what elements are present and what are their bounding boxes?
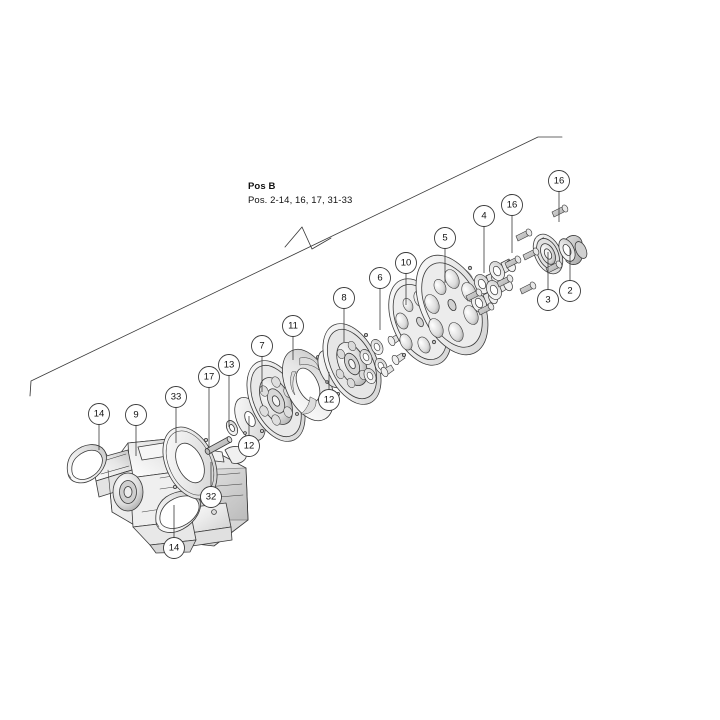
balloon-circle	[434, 227, 456, 249]
balloon-label: 5	[442, 233, 447, 244]
balloon-3[interactable]: 3	[537, 252, 559, 311]
balloon-9[interactable]: 9	[125, 404, 147, 457]
part-port-seal-upper	[66, 444, 108, 484]
balloon-label: 2	[567, 286, 572, 297]
balloon-circle	[282, 315, 304, 337]
balloon-4[interactable]: 4	[473, 205, 495, 274]
part-dowel-pin-17	[204, 436, 233, 455]
part-cap-screws-16	[465, 204, 577, 316]
balloon-5[interactable]: 5	[434, 227, 456, 284]
balloon-6[interactable]: 6	[369, 267, 391, 331]
balloon-circle	[218, 354, 240, 376]
balloon-label: 6	[377, 273, 382, 284]
balloon-14[interactable]: 14	[88, 403, 110, 451]
callout-balloons: 16 16 4 5 2 3 10 6 8 11 7 13 17 33 12 12 14 9 32 14	[88, 170, 581, 559]
balloon-16[interactable]: 16	[501, 194, 523, 254]
balloon-12[interactable]: 12	[318, 372, 340, 411]
balloon-label: 10	[401, 258, 412, 269]
balloon-circle	[537, 289, 559, 311]
balloon-11[interactable]: 11	[282, 315, 304, 361]
balloon-label: 17	[204, 372, 215, 383]
balloon-label: 14	[169, 543, 180, 554]
balloon-2[interactable]: 2	[559, 248, 581, 302]
balloon-circle	[165, 386, 187, 408]
balloon-circle	[198, 366, 220, 388]
balloon-16[interactable]: 16	[548, 170, 570, 223]
balloon-33[interactable]: 33	[165, 386, 187, 444]
balloon-circle	[473, 205, 495, 227]
balloon-circle	[200, 486, 222, 508]
pos-b-subtitle: Pos. 2-14, 16, 17, 31-33	[248, 194, 353, 206]
balloon-7[interactable]: 7	[251, 335, 273, 393]
balloon-circle	[559, 280, 581, 302]
part-piston-slipper-set-6	[359, 333, 406, 384]
balloon-circle	[369, 267, 391, 289]
balloon-32[interactable]: 32	[200, 462, 222, 508]
balloon-circle	[238, 435, 260, 457]
balloon-circle	[318, 389, 340, 411]
part-port-seal-lower	[155, 490, 203, 533]
balloon-label: 13	[224, 360, 235, 371]
balloon-label: 14	[94, 409, 105, 420]
balloon-8[interactable]: 8	[333, 287, 355, 343]
balloon-circle	[163, 537, 185, 559]
balloon-label: 8	[341, 293, 346, 304]
part-rotating-barrel-5	[415, 254, 489, 356]
part-retainer-plate-8	[322, 323, 382, 405]
balloon-12[interactable]: 12	[238, 416, 260, 457]
balloon-label: 11	[288, 321, 298, 332]
balloon-circle	[251, 335, 273, 357]
balloon-label: 9	[133, 410, 138, 421]
balloon-14[interactable]: 14	[163, 505, 185, 559]
balloon-label: 12	[244, 441, 255, 452]
balloon-circle	[88, 403, 110, 425]
balloon-circle	[501, 194, 523, 216]
balloon-label: 4	[481, 211, 486, 222]
pos-b-bracket	[29, 136, 563, 397]
pos-b-annotation: Pos B Pos. 2-14, 16, 17, 31-33	[248, 181, 352, 207]
balloon-label: 16	[507, 200, 518, 211]
pos-b-title: Pos B	[248, 181, 276, 192]
balloon-label: 3	[545, 295, 550, 306]
balloon-10[interactable]: 10	[395, 252, 417, 306]
balloon-label: 12	[324, 395, 335, 406]
balloon-circle	[333, 287, 355, 309]
balloon-label: 7	[259, 341, 264, 352]
balloon-label: 33	[171, 392, 182, 403]
balloon-17[interactable]: 17	[198, 366, 220, 449]
balloon-circle	[395, 252, 417, 274]
balloon-circle	[125, 404, 147, 426]
balloon-label: 16	[554, 176, 565, 187]
balloon-label: 32	[206, 492, 217, 503]
part-seal-plate-33	[162, 426, 218, 500]
balloon-13[interactable]: 13	[218, 354, 240, 428]
balloon-circle	[548, 170, 570, 192]
